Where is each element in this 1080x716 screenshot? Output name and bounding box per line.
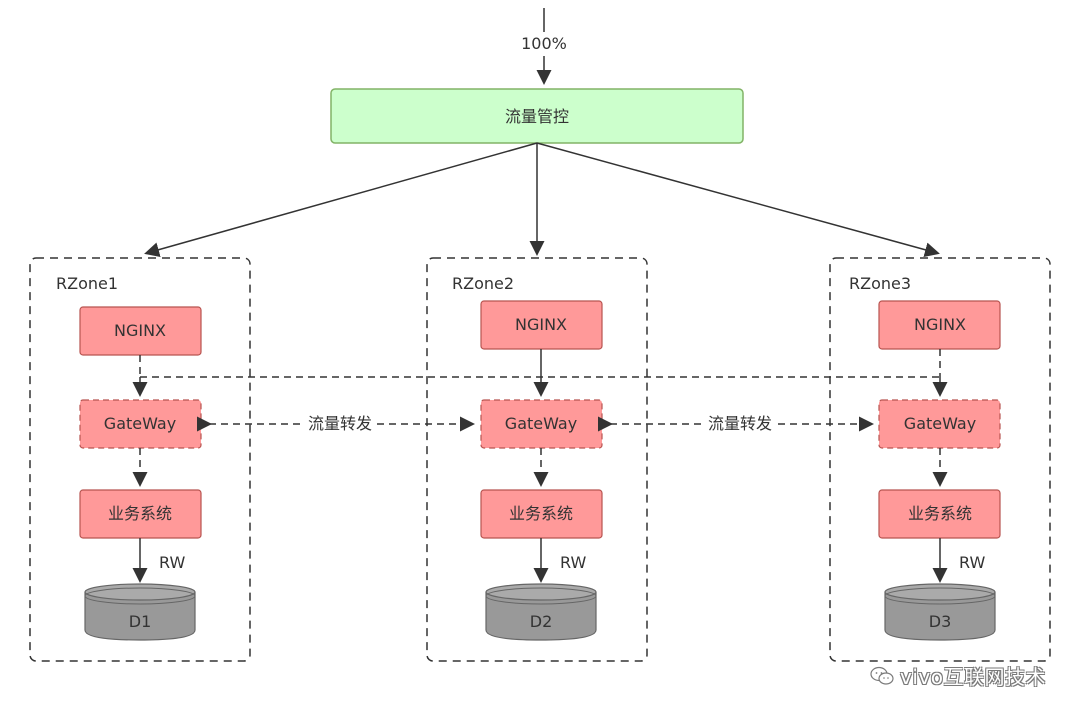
zone-title-1: RZone1 <box>56 274 119 293</box>
business-label-zone1: 业务系统 <box>107 504 173 523</box>
gateway-label-zone3: GateWay <box>903 414 977 433</box>
fanout-arrow-zone3 <box>536 142 940 258</box>
zone-title-3: RZone3 <box>849 274 912 293</box>
watermark: vivo互联网技术 <box>870 661 1046 690</box>
wechat-icon <box>870 666 894 685</box>
traffic-percent-label: 100% <box>521 34 567 53</box>
forward-label-1: 流量转发 <box>303 416 377 432</box>
database-zone1 <box>84 583 196 641</box>
db-label-zone2: D2 <box>529 612 553 631</box>
db-label-zone1: D1 <box>128 612 152 631</box>
zone-container-2 <box>426 257 648 662</box>
rw-label-zone1: RW <box>159 553 186 572</box>
forward-label-2: 流量转发 <box>703 416 777 432</box>
database-zone2 <box>485 583 597 641</box>
db-label-zone3: D3 <box>928 612 952 631</box>
zone-title-2: RZone2 <box>452 274 515 293</box>
business-label-zone2: 业务系统 <box>508 504 574 523</box>
control-box-label: 流量管控 <box>504 107 570 126</box>
zone-container-3 <box>829 257 1051 662</box>
nginx-label-zone1: NGINX <box>113 321 167 340</box>
nginx-label-zone3: NGINX <box>913 315 967 334</box>
rw-label-zone3: RW <box>959 553 986 572</box>
nginx-label-zone2: NGINX <box>514 315 568 334</box>
zone-container-1 <box>29 257 251 662</box>
gateway-label-zone1: GateWay <box>103 414 177 433</box>
business-label-zone3: 业务系统 <box>907 504 973 523</box>
watermark-text: vivo互联网技术 <box>900 665 1046 689</box>
gateway-label-zone2: GateWay <box>504 414 578 433</box>
database-zone3 <box>884 583 996 641</box>
fanout-arrow-zone1 <box>144 142 538 257</box>
rw-label-zone2: RW <box>560 553 587 572</box>
